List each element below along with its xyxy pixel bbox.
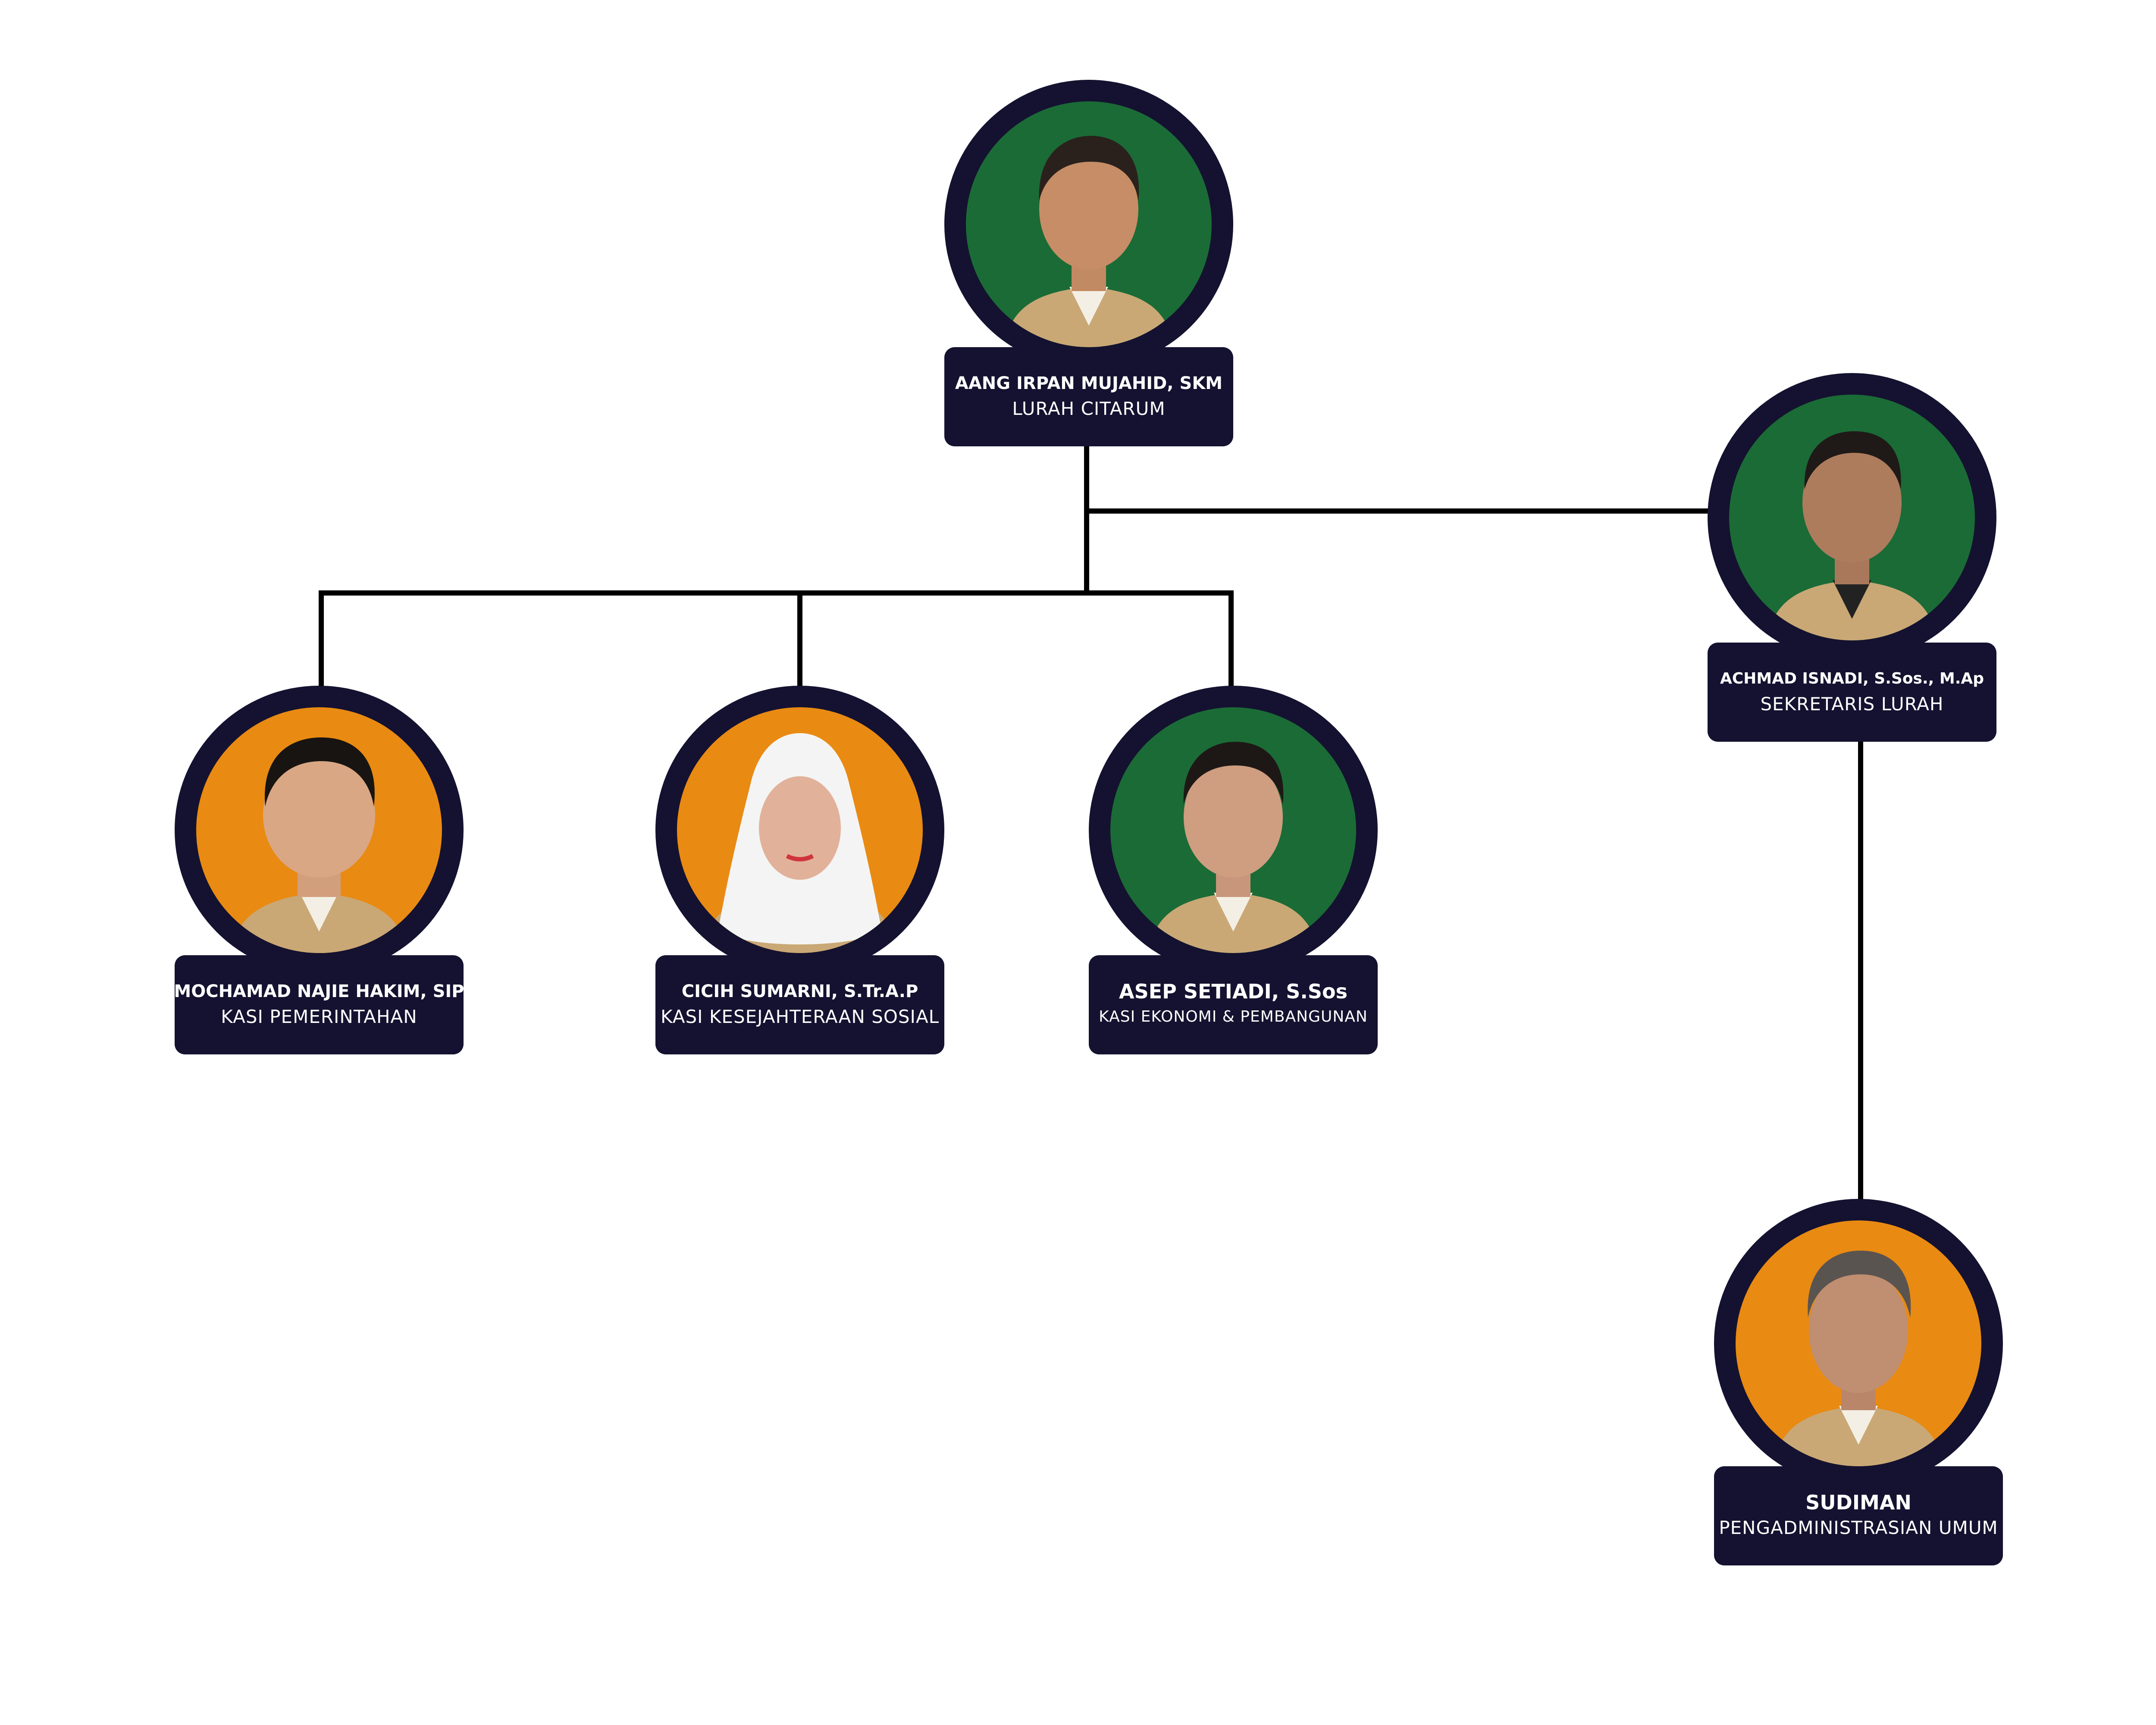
sekretaris-role: SEKRETARIS LURAH (1760, 693, 1944, 715)
pengadministrasian-photo (1714, 1199, 2003, 1488)
kasi-ekonomi-card: ASEP SETIADI, S.Sos KASI EKONOMI & PEMBA… (1089, 955, 1378, 1054)
lurah-photo (944, 80, 1233, 369)
kasi-pemerintahan-photo (175, 686, 464, 975)
kasi-kesejahteraan-name: CICIH SUMARNI, S.Tr.A.P (681, 982, 918, 1001)
pengadministrasian-name: SUDIMAN (1805, 1491, 1912, 1514)
person-avatar-icon (1774, 1251, 1943, 1466)
kasi-kesejahteraan-role: KASI KESEJAHTERAAN SOSIAL (660, 1006, 940, 1027)
kasi-ekonomi-name: ASEP SETIADI, S.Sos (1119, 980, 1348, 1003)
kasi-kesejahteraan-photo (655, 686, 944, 975)
person-avatar-icon (1768, 431, 1936, 640)
kasi-kesejahteraan-card: CICIH SUMARNI, S.Tr.A.P KASI KESEJAHTERA… (655, 955, 944, 1054)
person-avatar-icon (1005, 136, 1173, 347)
person-avatar-icon (1149, 742, 1317, 953)
lurah-role: LURAH CITARUM (1012, 398, 1166, 419)
lurah-name: AANG IRPAN MUJAHID, SKM (955, 373, 1223, 393)
kasi-pemerintahan-role: KASI PEMERINTAHAN (221, 1006, 417, 1027)
kasi-ekonomi-role: KASI EKONOMI & PEMBANGUNAN (1099, 1008, 1368, 1026)
kasi-pemerintahan-card: MOCHAMAD NAJIE HAKIM, SIP KASI PEMERINTA… (174, 955, 464, 1054)
pengadministrasian-role: PENGADMINISTRASIAN UMUM (1719, 1517, 1998, 1538)
lurah-card: AANG IRPAN MUJAHID, SKM LURAH CITARUM (944, 347, 1233, 446)
sekretaris-photo (1708, 373, 1996, 662)
sekretaris-name: ACHMAD ISNADI, S.Sos., M.Ap (1720, 670, 1984, 687)
pengadministrasian-card: SUDIMAN PENGADMINISTRASIAN UMUM (1714, 1466, 2003, 1565)
person-avatar-icon (703, 733, 897, 953)
kasi-pemerintahan-name: MOCHAMAD NAJIE HAKIM, SIP (174, 982, 464, 1001)
person-avatar-icon (231, 737, 407, 953)
kasi-ekonomi-photo (1089, 686, 1378, 975)
sekretaris-card: ACHMAD ISNADI, S.Sos., M.Ap SEKRETARIS L… (1708, 643, 1996, 742)
